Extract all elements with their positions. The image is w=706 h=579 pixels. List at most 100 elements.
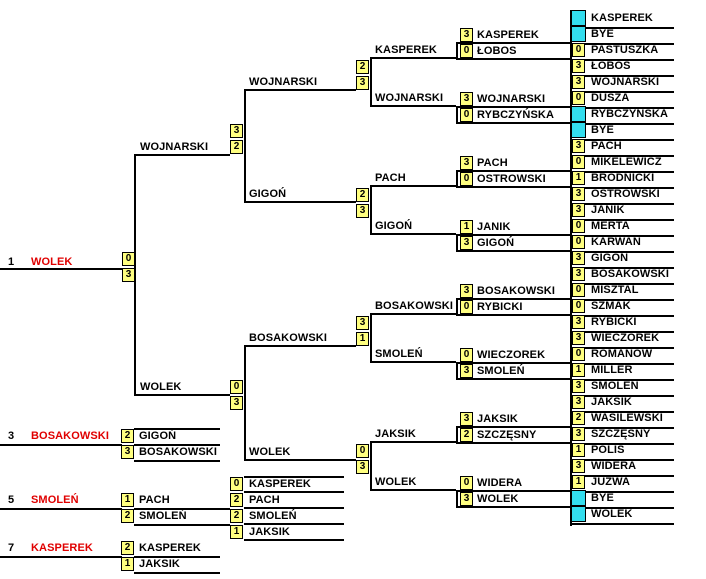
seed-number: 7 (8, 542, 15, 554)
bye-marker (570, 506, 586, 522)
r1-score: 3 (572, 267, 585, 281)
p5-semi-player-name: JAKSIK (249, 526, 290, 538)
bracket-line (570, 347, 674, 349)
bracket-line (370, 185, 456, 187)
bracket-line (370, 489, 456, 491)
r1-player-name: POLIS (591, 444, 625, 456)
r2-player-name: SZCZĘSNY (477, 429, 537, 441)
p3-player-name: GIGOŃ (139, 430, 177, 442)
bracket-line (456, 362, 458, 380)
bracket-line (456, 234, 458, 252)
p5-semi-score: 2 (230, 493, 243, 507)
winner-name: SMOLEŃ (31, 494, 79, 506)
r3-score: 3 (356, 460, 369, 474)
p5-semi-player-name: SMOLEŃ (249, 510, 297, 522)
r1-player-name: JAKSIK (591, 396, 632, 408)
r2-score: 0 (460, 476, 473, 490)
bracket-line (370, 313, 456, 315)
bracket-line (456, 170, 458, 188)
r3-player-name: SMOLEŃ (375, 348, 423, 360)
r1-score: 3 (572, 395, 585, 409)
r1-score: 0 (572, 283, 585, 297)
bracket-line (456, 106, 570, 108)
r1-player-name: MERTA (591, 220, 630, 232)
r2-score: 3 (460, 156, 473, 170)
r3-player-name: GIGOŃ (375, 220, 413, 232)
r2-player-name: BOSAKOWSKI (477, 285, 555, 297)
r1-player-name: WOLEK (591, 508, 633, 520)
bracket-line (134, 460, 220, 462)
r2-score: 3 (460, 284, 473, 298)
bracket-line (456, 42, 458, 60)
r2-player-name: OSTROWSKI (477, 173, 546, 185)
r1-score: 3 (572, 251, 585, 265)
r2-score: 3 (460, 492, 473, 506)
bracket-line (244, 89, 356, 91)
bracket-line (134, 154, 136, 396)
bracket-line (456, 490, 458, 508)
bye-marker (570, 26, 586, 42)
bracket-line (244, 476, 344, 478)
r4-score: 0 (230, 380, 243, 394)
bye-marker (570, 490, 586, 506)
p5-semi-score: 1 (230, 525, 243, 539)
bracket-line (570, 91, 674, 93)
bracket-line (244, 345, 246, 459)
r1-player-name: DUSZA (591, 92, 630, 104)
bracket-line (570, 251, 674, 253)
p5-player-name: SMOLEŃ (139, 510, 187, 522)
r2-score: 3 (460, 236, 473, 250)
r2-player-name: JAKSIK (477, 413, 518, 425)
bracket-line (456, 42, 570, 44)
p5-player-name: PACH (139, 494, 170, 506)
r3-player-name: PACH (375, 172, 406, 184)
bracket-line (570, 523, 674, 525)
r1-player-name: JUZWA (591, 476, 630, 488)
bracket-line (456, 170, 570, 172)
r1-player-name: RYBICKI (591, 316, 637, 328)
bracket-line (244, 539, 344, 541)
r2-score: 3 (460, 92, 473, 106)
r2-player-name: RYBCZYŃSKA (477, 109, 554, 121)
bracket-line (570, 315, 674, 317)
bracket-line (456, 250, 570, 252)
r2-score: 0 (460, 300, 473, 314)
bracket-line (570, 219, 674, 221)
p3-score: 2 (121, 429, 134, 443)
bracket-line (456, 122, 570, 124)
bracket-line (244, 523, 344, 525)
r2-score: 0 (460, 44, 473, 58)
p3-score: 3 (121, 445, 134, 459)
p7-score: 1 (121, 557, 134, 571)
winner-name: KASPEREK (31, 542, 93, 554)
r1-score: 3 (572, 331, 585, 345)
r3-score: 1 (356, 332, 369, 346)
bracket-line (370, 57, 456, 59)
bracket-line (456, 234, 570, 236)
r1-player-name: WIDERA (591, 460, 637, 472)
r2-score: 2 (460, 428, 473, 442)
bracket-line (456, 378, 570, 380)
r3-score: 3 (356, 76, 369, 90)
r3-score: 0 (356, 444, 369, 458)
bracket-line (570, 27, 674, 29)
bracket-line (244, 201, 356, 203)
bracket-line (370, 441, 372, 489)
bracket-line (0, 556, 122, 558)
bracket-line (134, 508, 230, 510)
winner-name: BOSAKOWSKI (31, 430, 109, 442)
bracket-line (456, 506, 570, 508)
bracket-line (570, 59, 674, 61)
bracket-line (134, 524, 230, 526)
r3-player-name: JAKSIK (375, 428, 416, 440)
r1-score: 3 (572, 203, 585, 217)
p5-semi-score: 2 (230, 509, 243, 523)
r1-score: 3 (572, 459, 585, 473)
p3-player-name: BOSAKOWSKI (139, 446, 217, 458)
bracket-line (570, 235, 674, 237)
bracket-line (570, 363, 674, 365)
r2-score: 0 (460, 172, 473, 186)
bracket-line (570, 107, 674, 109)
r4-player-name: WOJNARSKI (249, 76, 318, 88)
r1-score: 1 (572, 443, 585, 457)
